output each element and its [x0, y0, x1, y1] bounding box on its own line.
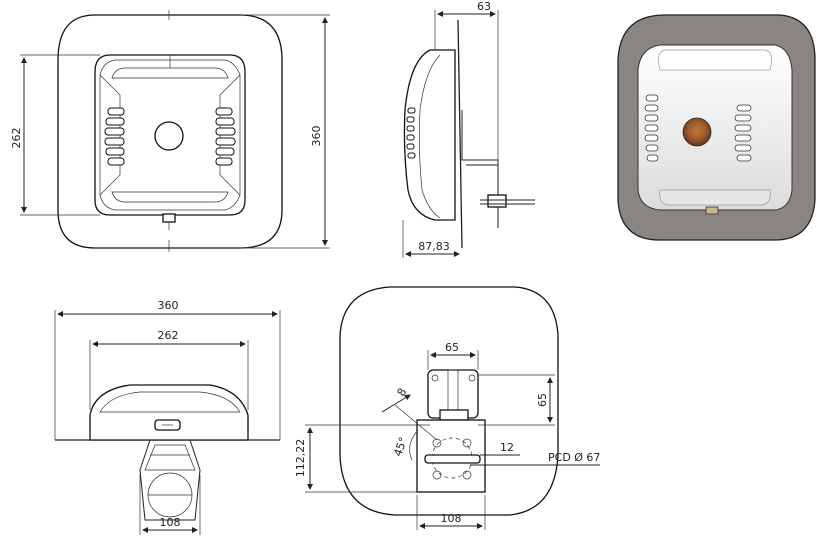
- bottom-view: 360 262 108: [54, 299, 281, 535]
- dim-front-inner-height: 262: [10, 128, 23, 149]
- dim-rear-bracket-width: 65: [445, 341, 459, 354]
- dim-rear-offset: 112,22: [294, 439, 307, 478]
- dim-rear-slot: 12: [500, 441, 514, 454]
- front-view: 262 360: [10, 10, 330, 252]
- dim-side-depth: 87,83: [418, 240, 450, 253]
- dim-bottom-outer-width: 360: [158, 299, 179, 312]
- dim-rear-pcd: PCD Ø 67: [548, 451, 600, 464]
- dim-bottom-bracket-width: 108: [160, 516, 181, 529]
- front-lens: [154, 121, 184, 151]
- render-vents-left: [644, 94, 659, 162]
- dim-front-outer-height: 360: [310, 126, 323, 147]
- dim-rear-plate-width: 108: [441, 512, 462, 525]
- dim-rear-angle: 45°: [391, 435, 410, 458]
- side-view: 63 87,83: [402, 0, 535, 258]
- dim-bottom-inner-width: 262: [158, 329, 179, 342]
- front-vents-left: [104, 107, 125, 166]
- dim-side-width: 63: [477, 0, 491, 13]
- render-lens: [682, 117, 712, 147]
- rear-view: 65 65 8 45° 112,22 12 PCD Ø 67 108: [294, 286, 600, 530]
- render-vents-right: [734, 104, 752, 162]
- front-vents-right: [215, 107, 236, 166]
- side-vents: [406, 107, 416, 159]
- product-render: [617, 14, 816, 241]
- dim-rear-bracket-height: 65: [536, 393, 549, 407]
